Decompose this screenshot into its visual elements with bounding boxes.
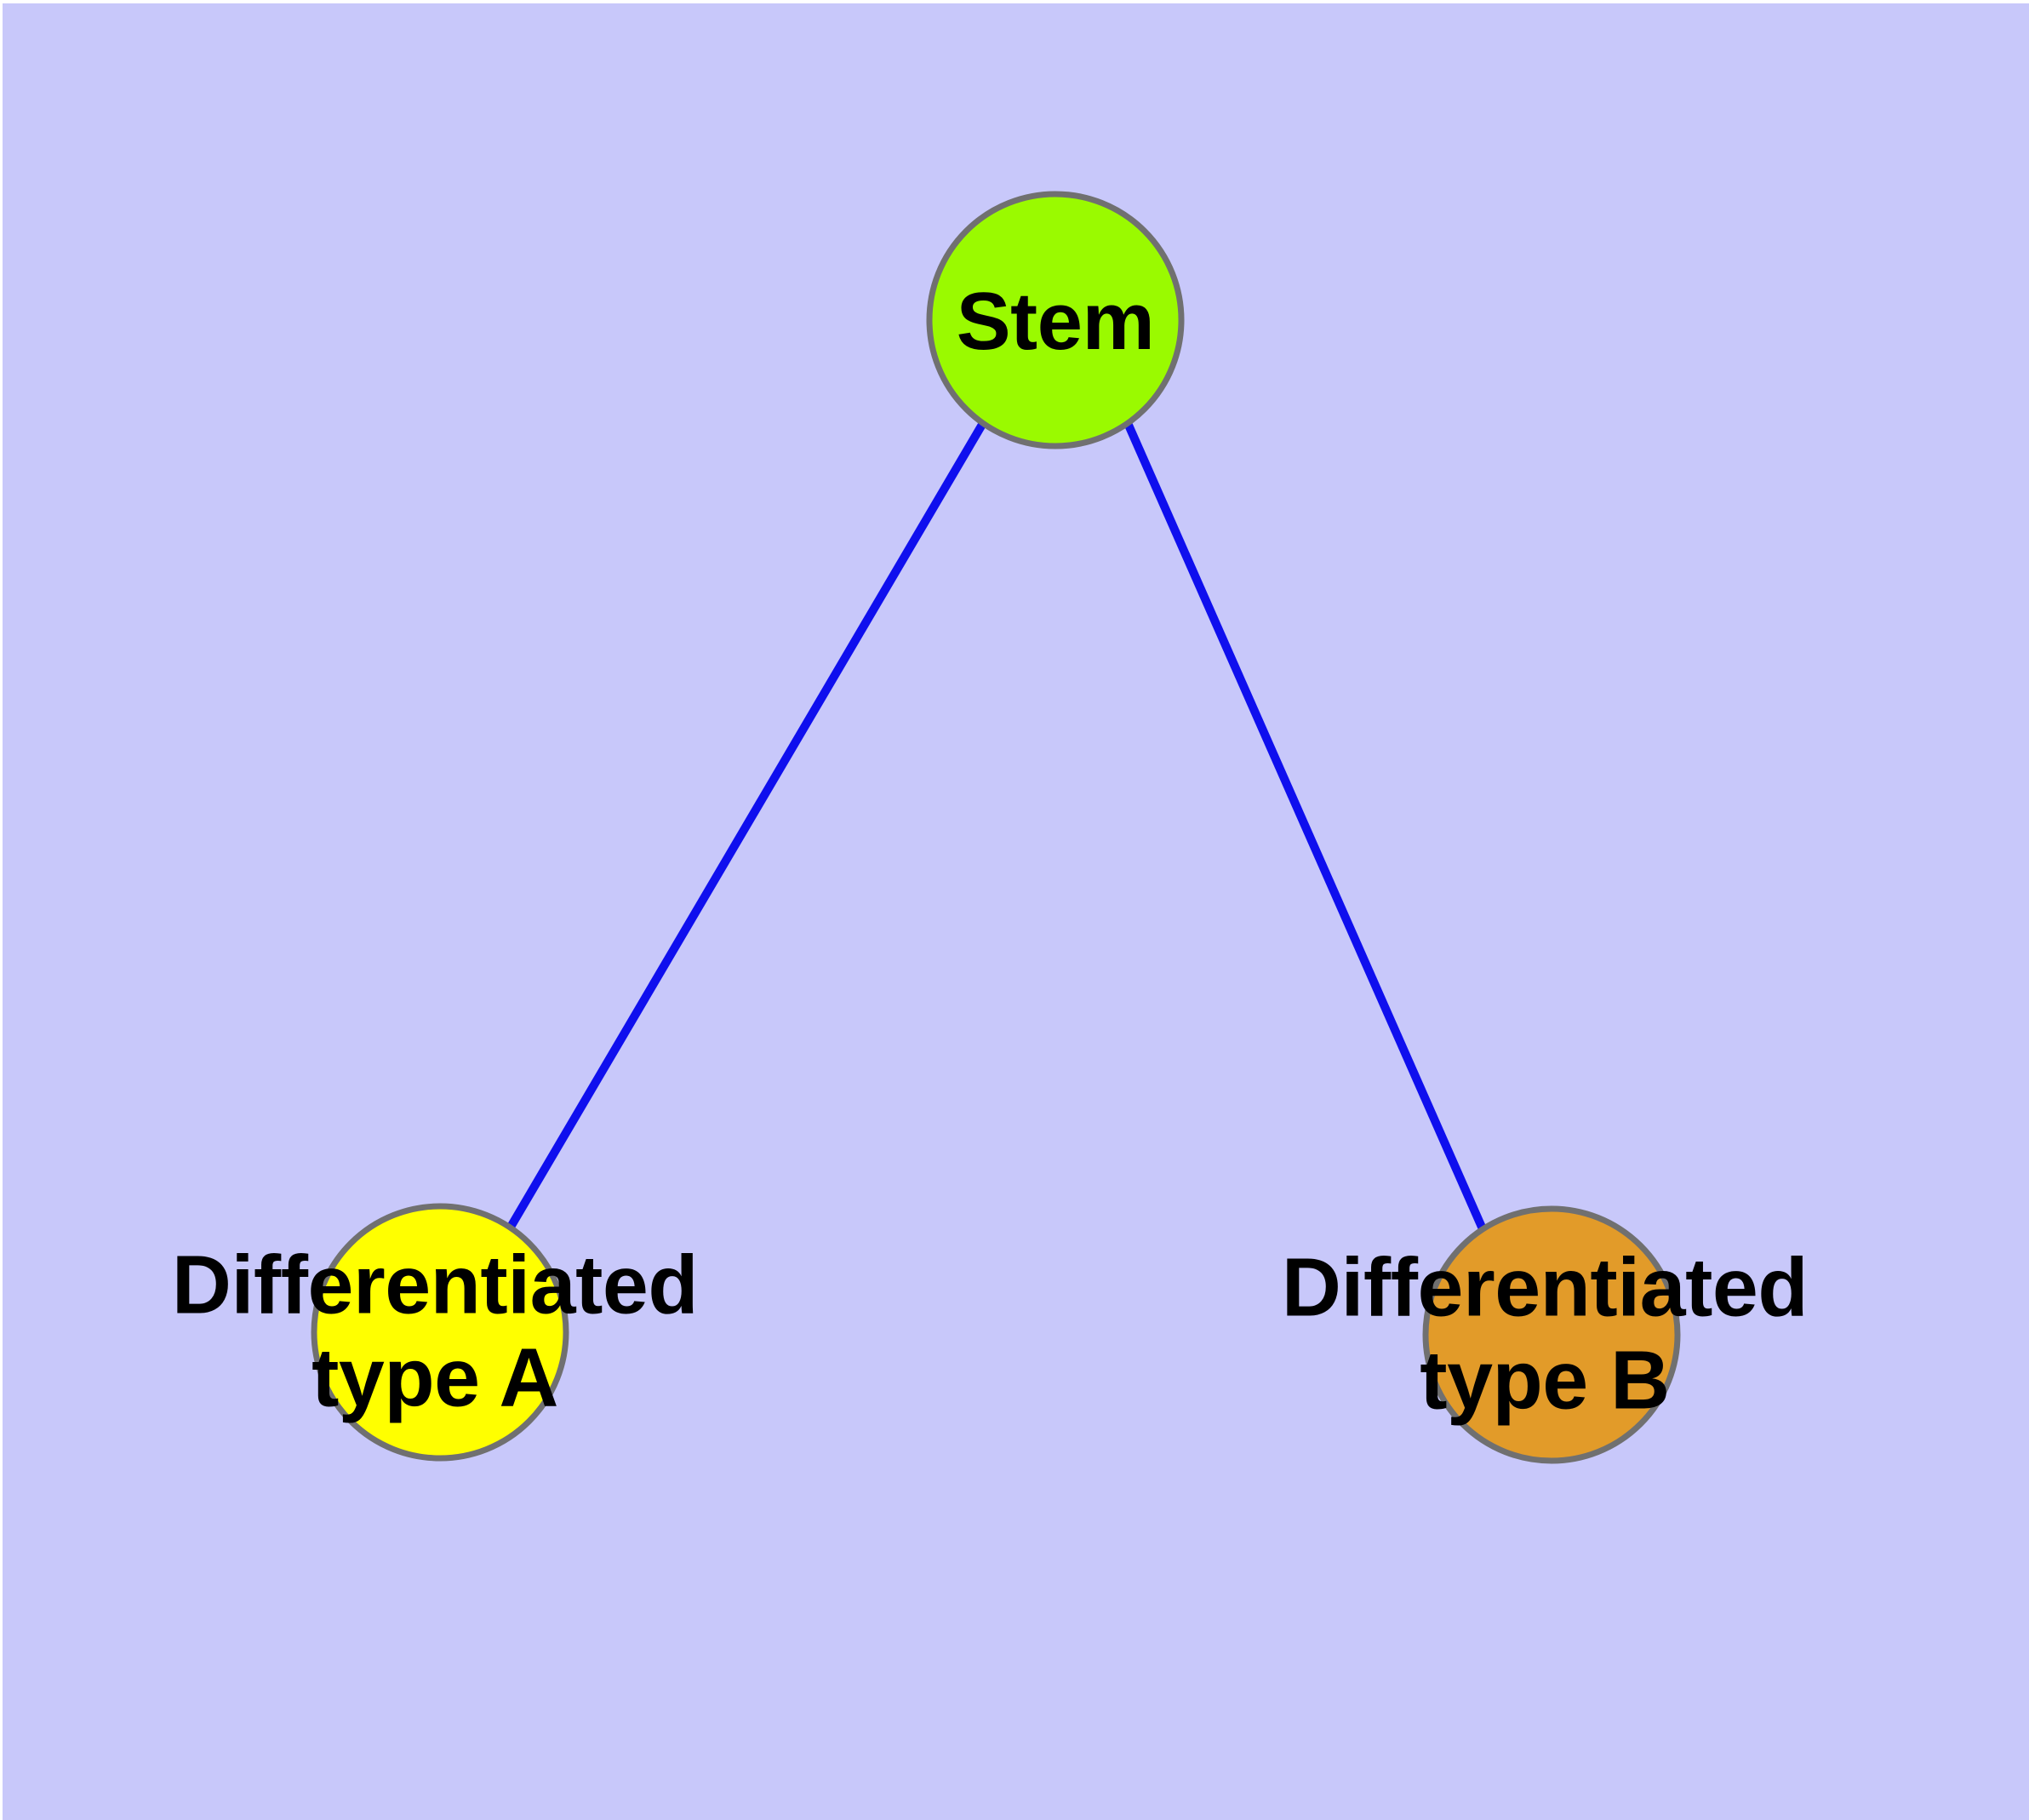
graph-svg: [311, 191, 1681, 1464]
diagram-canvas: Stem Differentiated type A Differentiate…: [3, 3, 2029, 1820]
node-circle-diff-a[interactable]: [311, 1203, 569, 1462]
node-circle-diff-b[interactable]: [1422, 1205, 1681, 1464]
node-circle-stem[interactable]: [926, 191, 1185, 449]
edge-layer: [506, 421, 1488, 1233]
edge-stem-to-diff-a[interactable]: [506, 421, 987, 1231]
edge-stem-to-diff-b[interactable]: [1123, 421, 1488, 1233]
node-layer: [311, 191, 1681, 1464]
